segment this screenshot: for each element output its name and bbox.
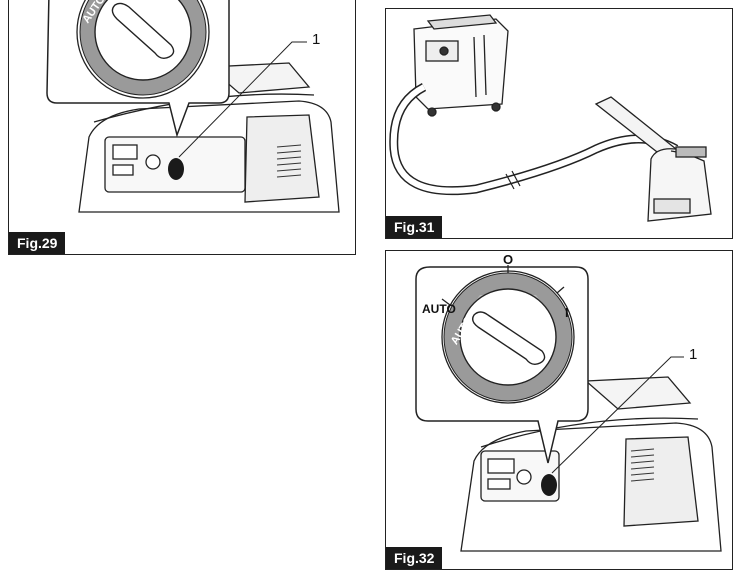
figure-label: Fig.32 — [386, 547, 443, 569]
dial-auto-label-outer: AUTO — [422, 302, 456, 316]
dial-on-label: I — [565, 305, 569, 320]
figure-31-illustration — [389, 14, 712, 222]
figure-29-panel: AUTO 1 Fig.29 — [8, 0, 356, 255]
callout-number: 1 — [689, 346, 698, 363]
figure-label: Fig.31 — [386, 216, 443, 238]
figure-32-panel: AUTO AUTO O I 1 Fig.32 — [385, 250, 733, 570]
figure-32-illustration: AUTO AUTO O I — [415, 252, 722, 552]
dial-off-label: O — [503, 252, 513, 267]
callout-number: 1 — [312, 31, 321, 48]
figure-29-illustration: AUTO — [46, 0, 340, 213]
figure-label: Fig.29 — [9, 232, 66, 254]
figure-31-panel: Fig.31 — [385, 8, 733, 239]
